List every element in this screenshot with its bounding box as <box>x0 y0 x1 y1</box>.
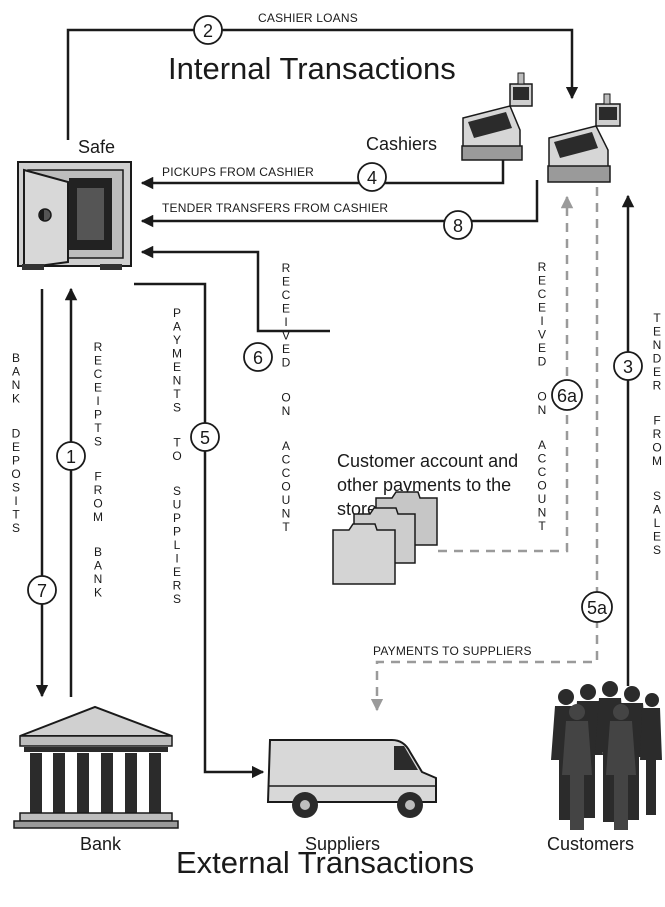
cashiers-label: Cashiers <box>366 134 437 154</box>
cashier-loans-label: CASHIER LOANS <box>258 11 358 25</box>
payments-note-line2: other payments to the <box>337 475 511 495</box>
internal-heading: Internal Transactions <box>168 51 456 86</box>
tender-transfers-arrow <box>140 180 539 228</box>
cash-register-icon <box>461 72 533 161</box>
crowd-icon <box>551 681 662 830</box>
flow-number-5a: 5a <box>581 591 613 623</box>
svg-text:1: 1 <box>66 447 76 467</box>
pickups-label: PICKUPS FROM CASHIER <box>162 165 314 179</box>
svg-text:2: 2 <box>203 21 213 41</box>
payments-suppliers-a-arrow <box>370 187 599 712</box>
external-heading: External Transactions <box>176 845 474 880</box>
tender-transfers-label: TENDER TRANSFERS FROM CASHIER <box>162 201 388 215</box>
safe-label: Safe <box>78 137 115 157</box>
payments-suppliers-arrow <box>134 282 265 779</box>
suppliers-label: Suppliers <box>305 834 380 854</box>
svg-text:6: 6 <box>253 348 263 368</box>
svg-text:3: 3 <box>623 357 633 377</box>
cashier-loans-arrow <box>66 28 579 140</box>
svg-text:8: 8 <box>453 216 463 236</box>
customers-label: Customers <box>547 834 634 854</box>
bank-label: Bank <box>80 834 122 854</box>
cash-register-icon <box>547 93 621 183</box>
svg-text:4: 4 <box>367 168 377 188</box>
flow-number-8: 8 <box>443 210 473 240</box>
bank-icon <box>13 705 179 829</box>
flow-number-1: 1 <box>56 441 86 471</box>
flow-number-3: 3 <box>613 351 643 381</box>
svg-text:5a: 5a <box>587 598 608 618</box>
folders-icon <box>332 491 438 585</box>
svg-text:7: 7 <box>37 581 47 601</box>
flow-number-6: 6 <box>243 342 273 372</box>
payments-suppliers-a-label: PAYMENTS TO SUPPLIERS <box>373 644 532 658</box>
svg-text:5: 5 <box>200 428 210 448</box>
van-icon <box>266 739 437 818</box>
received-account-arrow <box>140 245 330 333</box>
received-account-a-arrow <box>438 195 574 553</box>
flow-number-5: 5 <box>190 422 220 452</box>
svg-text:6a: 6a <box>557 386 578 406</box>
flow-number-7: 7 <box>27 575 57 605</box>
payments-note-line1: Customer account and <box>337 451 518 471</box>
flow-number-4: 4 <box>357 162 387 192</box>
flow-number-6a: 6a <box>551 379 583 411</box>
flow-number-2: 2 <box>193 15 223 45</box>
safe-icon <box>17 161 132 270</box>
pickups-arrow <box>140 160 505 190</box>
